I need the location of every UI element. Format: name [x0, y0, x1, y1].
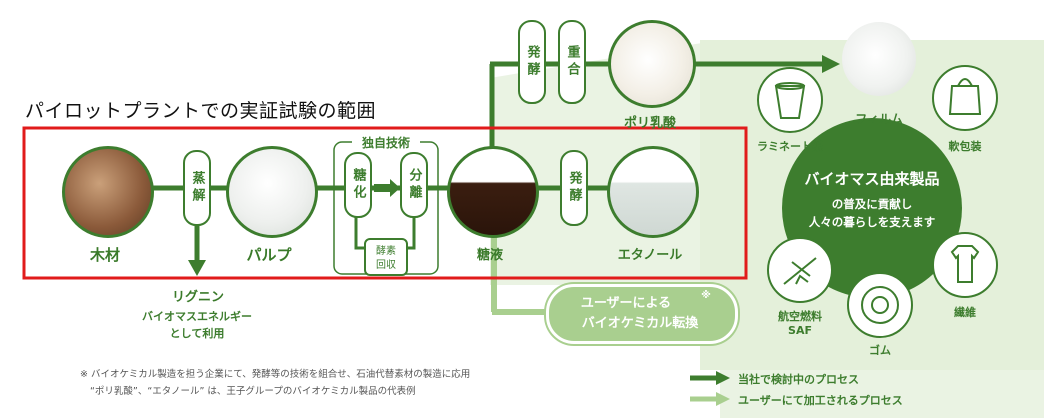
steam-step: 蒸解: [183, 150, 211, 226]
film-label: フィルム: [855, 112, 903, 126]
enzyme-recovery-line2: 回収: [376, 260, 396, 271]
wood-photo: [62, 146, 154, 238]
fiber-label: 繊維: [954, 306, 976, 319]
legend-company-arrowhead: [716, 371, 730, 385]
film-arrow-head: [822, 55, 840, 73]
proprietary-tech-label: 独自技術: [352, 134, 420, 151]
rubber-icon-circle: [847, 272, 913, 338]
lignin-line1: バイオマスエネルギー: [142, 310, 252, 323]
pla-label: ポリ乳酸: [623, 116, 676, 131]
sugar-photo: [447, 146, 539, 238]
soft-pack-label: 軟包装: [948, 140, 982, 153]
biomass-products-line1: の普及に貢献し: [831, 197, 913, 211]
saccharify-to-separate-arrow: [390, 179, 400, 197]
film-photo: [842, 22, 916, 96]
laminate-icon-circle: [757, 67, 823, 133]
enzyme-recovery-box: [364, 238, 408, 276]
separate-step: 分離: [400, 152, 428, 218]
user-conversion-mark: ※: [701, 290, 711, 301]
footnote-line1: ※ バイオケミカル製造を担う企業にて、発酵等の技術を組合せ、石油代替素材の製造に…: [80, 369, 471, 380]
lignin-title: リグニン: [171, 290, 224, 305]
cup-icon: [774, 82, 806, 119]
page-title: パイロットプラントでの実証試験の範囲: [25, 100, 377, 122]
airplane-icon: [783, 257, 817, 285]
legend-user-arrowhead: [716, 392, 730, 406]
biomass-products-title: バイオマス由来製品: [804, 170, 940, 188]
shirt-icon: [950, 245, 980, 283]
sugar-label: 糖液: [476, 248, 503, 263]
lignin-arrow-head: [188, 260, 206, 276]
ferment-step-ethanol: 発酵: [560, 150, 588, 226]
user-conversion-box: [546, 284, 738, 344]
ethanol-label: エタノール: [617, 248, 683, 263]
saccharify-step: 糖化: [344, 152, 372, 218]
legend-company-label: 当社で検討中のプロセス: [738, 373, 859, 386]
polymerize-step: 重合: [558, 20, 586, 104]
pilot-plant-scope-frame: [22, 126, 748, 280]
pulp-photo: [226, 146, 318, 238]
rubber-label: ゴム: [869, 344, 891, 357]
ferment-step-pla: 発酵: [518, 20, 546, 104]
enzyme-recovery-line1: 酵素: [376, 246, 396, 257]
ethanol-photo: [607, 146, 699, 238]
footnote-line2: “ポリ乳酸”、“エタノール” は、王子グループのバイオケミカル製品の代表例: [90, 386, 416, 397]
user-conversion-line2: バイオケミカル転換: [581, 316, 699, 331]
saf-label-line2: SAF: [788, 324, 812, 337]
soft-pack-icon-circle: [932, 65, 998, 131]
tire-icon: [861, 286, 899, 324]
pulp-label: パルプ: [246, 246, 292, 264]
fiber-icon-circle: [932, 232, 998, 298]
saf-label-line1: 航空燃料: [778, 310, 822, 323]
biomass-products-line2: 人々の暮らしを支えます: [808, 215, 936, 229]
wood-label: 木材: [89, 246, 120, 264]
laminate-label: ラミネート紙: [757, 140, 823, 153]
legend-user-label: ユーザーにて加工されるプロセス: [738, 394, 903, 407]
pla-photo: [608, 20, 696, 108]
lignin-line2: として利用: [169, 327, 225, 340]
bag-icon: [948, 78, 982, 115]
user-conversion-line1: ユーザーによる: [580, 296, 672, 311]
